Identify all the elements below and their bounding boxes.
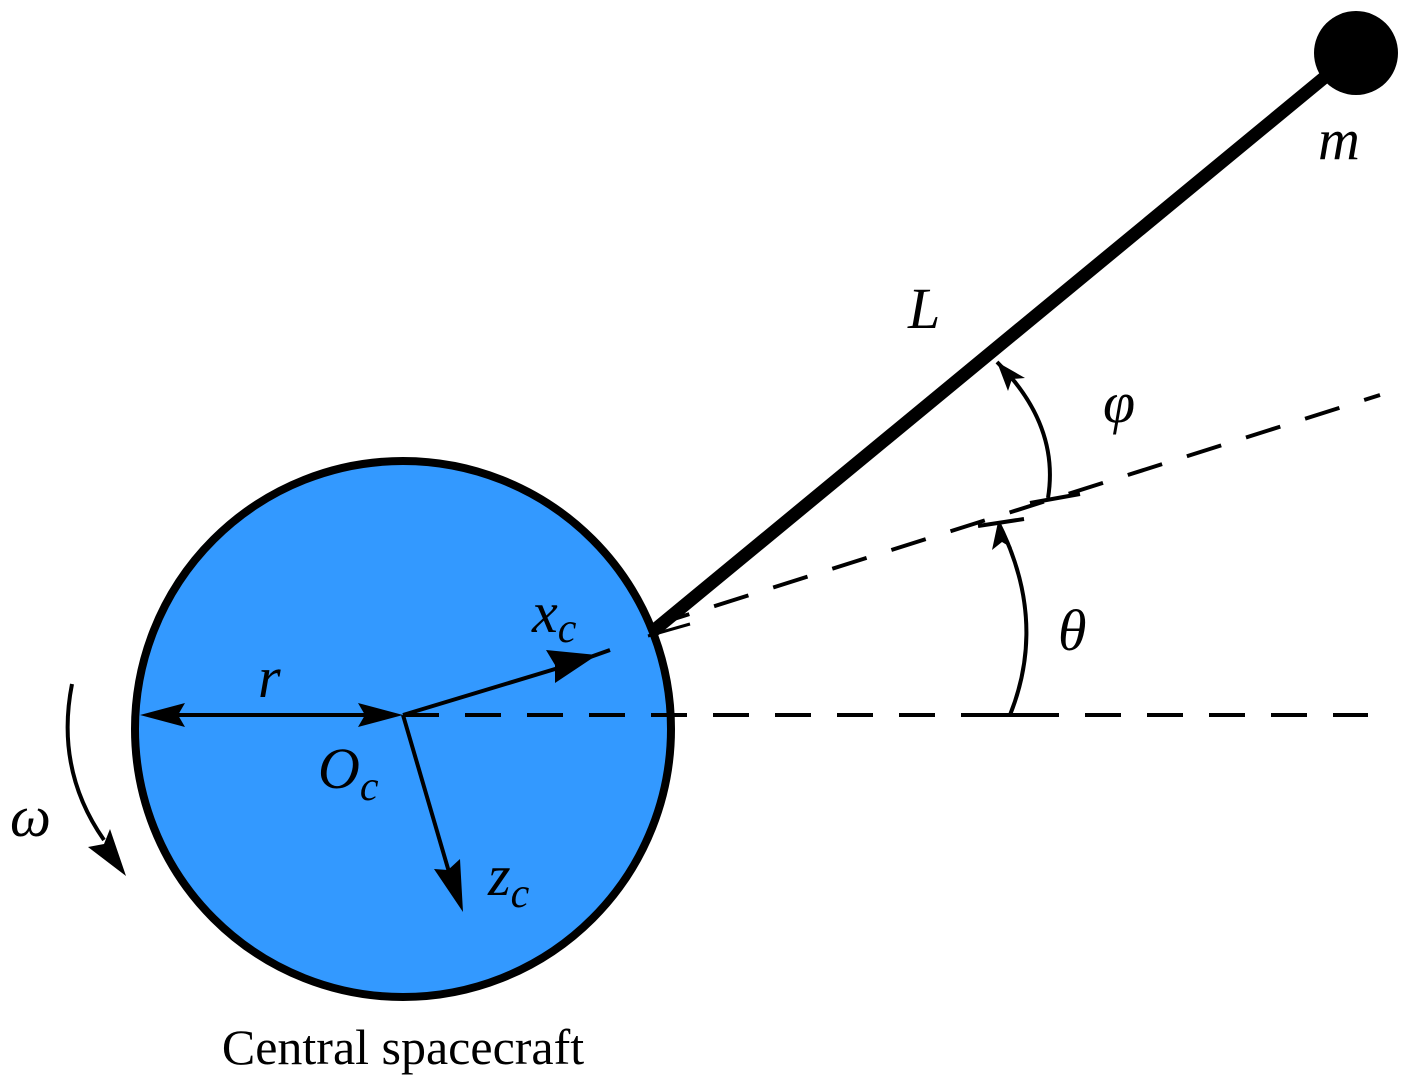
radius-arrow — [140, 703, 403, 727]
mass-label: m — [1318, 107, 1360, 172]
origin-label-sub: c — [360, 764, 379, 810]
x-axis-label-sub: c — [558, 606, 577, 652]
x-axis-label: xc — [531, 580, 577, 652]
z-axis-label: zc — [487, 843, 530, 917]
tip-mass — [1314, 11, 1398, 95]
omega-rotation-arrow — [65, 683, 126, 876]
origin-label-main: O — [318, 736, 360, 801]
central-spacecraft-body — [131, 457, 675, 1001]
z-axis-label-sub: c — [511, 871, 530, 917]
x-axis-arrow — [402, 648, 611, 717]
length-label: L — [907, 276, 940, 341]
theta-label: θ — [1058, 598, 1087, 663]
tether-line — [647, 52, 1353, 638]
z-axis-label-main: z — [487, 843, 511, 908]
z-axis-arrow — [401, 714, 463, 912]
tether-base-tick — [647, 622, 691, 638]
omega-label: ω — [10, 784, 51, 849]
origin-label: Oc — [318, 736, 379, 810]
phi-arc — [995, 360, 1081, 505]
phi-label: φ — [1103, 370, 1135, 435]
radius-label: r — [258, 645, 281, 710]
x-axis-label-main: x — [531, 580, 558, 645]
tilted-reference-line — [654, 393, 1381, 627]
theta-arc — [977, 517, 1029, 717]
spacecraft-caption: Central spacecraft — [222, 1019, 584, 1075]
